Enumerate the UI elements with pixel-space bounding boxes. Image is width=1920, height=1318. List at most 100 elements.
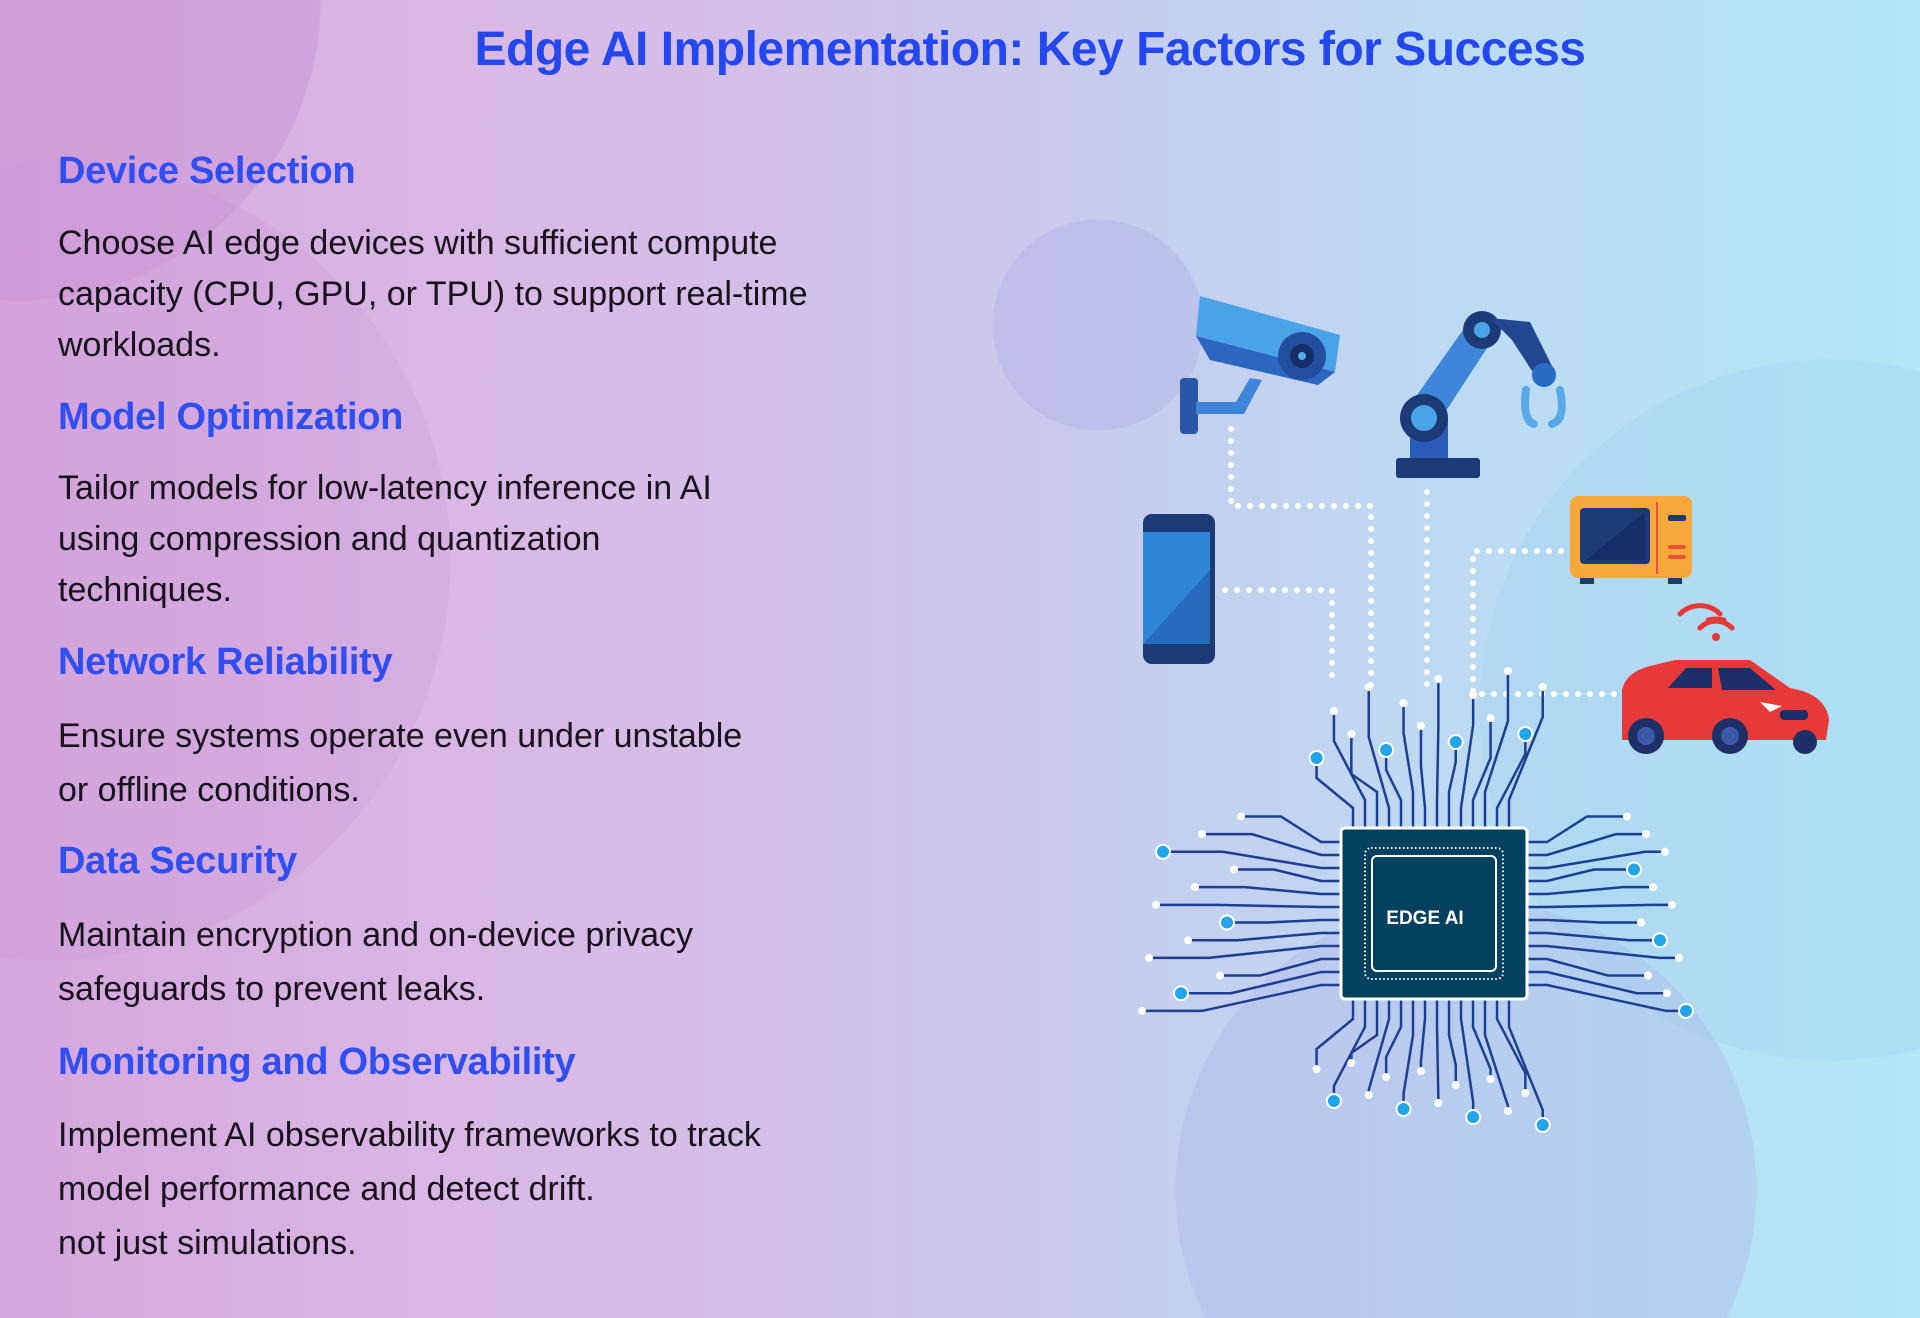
circuit-node bbox=[1191, 883, 1199, 892]
body-line: safeguards to prevent leaks. bbox=[58, 970, 486, 1008]
circuit-node bbox=[1173, 985, 1189, 1002]
page-title: Edge AI Implementation: Key Factors for … bbox=[474, 23, 1586, 76]
circuit-trace bbox=[1459, 695, 1475, 828]
circuit-trace bbox=[1527, 815, 1627, 844]
circuit-node bbox=[1216, 971, 1224, 980]
section-heading: Model Optimization bbox=[58, 396, 404, 438]
smartphone-icon bbox=[1143, 514, 1215, 664]
circuit-node bbox=[1469, 691, 1478, 699]
circuit-trace bbox=[1350, 734, 1379, 828]
circuit-trace bbox=[1447, 742, 1457, 828]
circuit-trace bbox=[1241, 815, 1341, 844]
circuit-trace bbox=[1527, 970, 1667, 995]
circuit-node bbox=[1503, 667, 1512, 675]
section-heading: Network Reliability bbox=[58, 641, 393, 683]
circuit-node bbox=[1644, 971, 1652, 980]
circuit-node bbox=[1399, 699, 1408, 707]
circuit-node bbox=[1347, 730, 1356, 738]
circuit-trace bbox=[1402, 999, 1415, 1109]
circuit-node bbox=[1465, 1109, 1482, 1125]
circuit-node bbox=[1675, 953, 1683, 962]
circuit-node bbox=[1668, 900, 1676, 909]
circuit-node bbox=[1434, 675, 1443, 683]
body-line: model performance and detect drift. bbox=[58, 1170, 595, 1208]
circuit-node bbox=[1416, 1067, 1425, 1075]
circuit-node bbox=[1230, 865, 1238, 874]
circuit-trace bbox=[1142, 983, 1341, 1013]
circuit-node bbox=[1538, 683, 1547, 691]
circuit-node bbox=[1652, 932, 1668, 949]
circuit-node bbox=[1626, 861, 1642, 878]
circuit-node bbox=[1184, 936, 1192, 945]
section-body: Choose AI edge devices with sufficient c… bbox=[58, 218, 958, 371]
circuit-trace bbox=[1527, 957, 1648, 977]
circuit-trace bbox=[1202, 832, 1341, 857]
circuit-trace bbox=[1163, 850, 1341, 870]
circuit-node bbox=[1198, 830, 1206, 839]
circuit-node bbox=[1486, 1075, 1495, 1083]
section-heading: Device Selection bbox=[58, 150, 356, 192]
circuit-node bbox=[1678, 1002, 1694, 1019]
circuit-trace bbox=[1332, 999, 1367, 1101]
circuit-trace bbox=[1384, 999, 1403, 1077]
circuit-node bbox=[1219, 914, 1235, 931]
circuit-node bbox=[1642, 830, 1650, 839]
body-line: Implement AI observability frameworks to… bbox=[58, 1116, 761, 1154]
circuit-trace bbox=[1495, 999, 1527, 1093]
circuit-trace bbox=[1195, 885, 1341, 896]
body-line: using compression and quantization bbox=[58, 520, 601, 558]
body-line: or offline conditions. bbox=[58, 771, 360, 809]
circuit-trace bbox=[1367, 687, 1391, 828]
circuit-node bbox=[1138, 1006, 1146, 1015]
circuit-trace bbox=[1527, 918, 1641, 924]
circuit-trace bbox=[1402, 703, 1415, 828]
circuit-node bbox=[1237, 812, 1245, 821]
circuit-node bbox=[1329, 707, 1338, 715]
chip-label: EDGE AI bbox=[1386, 908, 1463, 929]
circuit-node bbox=[1378, 742, 1395, 758]
circuit-node bbox=[1434, 1099, 1443, 1107]
circuit-node bbox=[1308, 750, 1325, 766]
circuit-node bbox=[1364, 683, 1373, 691]
circuit-trace bbox=[1419, 726, 1427, 828]
body-line: techniques. bbox=[58, 571, 232, 609]
camera-connection bbox=[1228, 426, 1374, 689]
circuit-trace bbox=[1527, 885, 1653, 896]
circuit-trace bbox=[1447, 999, 1457, 1085]
circuit-node bbox=[1534, 1117, 1551, 1133]
circuit-node bbox=[1517, 726, 1534, 742]
circuit-node bbox=[1451, 1081, 1460, 1089]
circuit-trace bbox=[1419, 999, 1427, 1071]
circuit-trace bbox=[1220, 957, 1341, 977]
circuit-node bbox=[1382, 1073, 1391, 1081]
circuit-trace bbox=[1527, 832, 1646, 857]
phone-connection bbox=[1222, 587, 1335, 689]
circuit-trace bbox=[1483, 671, 1510, 828]
circuit-trace bbox=[1181, 970, 1341, 995]
circuit-node bbox=[1521, 1089, 1530, 1097]
circuit-node bbox=[1325, 1093, 1342, 1109]
circuit-trace bbox=[1527, 903, 1672, 909]
circuit-trace bbox=[1315, 758, 1355, 828]
body-line: Tailor models for low-latency inference … bbox=[58, 469, 712, 507]
section-body: Ensure systems operate even under unstab… bbox=[58, 709, 958, 817]
circuit-trace bbox=[1234, 868, 1341, 883]
circuit-node bbox=[1145, 953, 1153, 962]
circuit-node bbox=[1312, 1065, 1321, 1073]
chip: EDGE AI bbox=[1339, 826, 1529, 1001]
robotic-arm-icon bbox=[1396, 311, 1566, 478]
circuit-trace bbox=[1227, 918, 1341, 924]
connection-lines bbox=[1222, 426, 1619, 697]
body-line: workloads. bbox=[58, 326, 221, 364]
section-body: Tailor models for low-latency inference … bbox=[58, 463, 958, 616]
body-line: Choose AI edge devices with sufficient c… bbox=[58, 224, 778, 262]
security-camera-icon bbox=[1180, 296, 1340, 434]
circuit-trace bbox=[1527, 868, 1634, 883]
circuit-trace bbox=[1332, 711, 1367, 828]
circuit-trace bbox=[1459, 999, 1475, 1117]
circuit-trace bbox=[1435, 679, 1440, 828]
body-line: Ensure systems operate even under unstab… bbox=[58, 717, 743, 755]
circuit-node bbox=[1503, 1107, 1512, 1115]
circuit-trace bbox=[1495, 734, 1527, 828]
